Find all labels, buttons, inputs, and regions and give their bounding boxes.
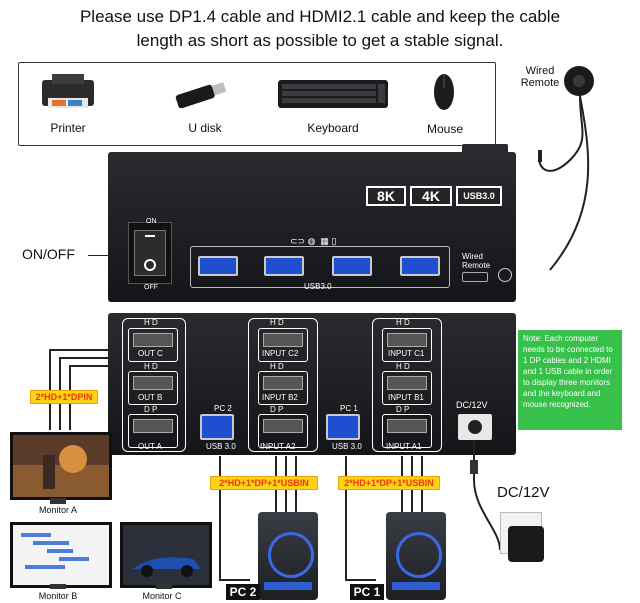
dc-power-port bbox=[458, 414, 492, 440]
pc2-usb3-label: USB 3.0 bbox=[206, 442, 236, 451]
usb-device-icons: ⊂⊃ ◍ ▦ ▯ bbox=[290, 236, 337, 246]
usb3-port-1 bbox=[198, 256, 238, 276]
usb3-badge: USB3.0 bbox=[456, 186, 502, 206]
out-b-label: OUT B bbox=[138, 393, 163, 402]
dp-out-a-port bbox=[128, 414, 178, 448]
wired-remote-cable bbox=[538, 95, 590, 271]
monitor-cables-tag: 2*HD+1*DPIN bbox=[30, 390, 98, 404]
ground-screw-icon bbox=[498, 268, 512, 282]
wired-remote-button-icon bbox=[564, 66, 594, 96]
switch-off-label: OFF bbox=[144, 284, 158, 291]
printer-label: Printer bbox=[50, 121, 86, 135]
input-c1-type: H D bbox=[396, 318, 410, 327]
monitor-a-label: Monitor A bbox=[38, 505, 78, 515]
8k-badge: 8K bbox=[366, 186, 406, 206]
usb3-port-3 bbox=[332, 256, 372, 276]
mouse-icon bbox=[432, 72, 456, 112]
hdmi-input-c2-port bbox=[258, 328, 308, 362]
usb3-port-2 bbox=[264, 256, 304, 276]
monitor-c-stand bbox=[156, 584, 172, 589]
monitor-a bbox=[10, 432, 112, 500]
usb-disk-label: U disk bbox=[188, 121, 222, 135]
wired-remote-label-line2: Remote bbox=[520, 77, 560, 89]
pc1-port-label: PC 1 bbox=[340, 404, 358, 413]
top-panel-foot bbox=[462, 144, 508, 156]
power-switch[interactable] bbox=[134, 230, 166, 276]
dc-power-cable bbox=[470, 440, 501, 551]
remote-port-label-line1: Wired bbox=[462, 252, 483, 261]
out-c-type: H D bbox=[144, 318, 158, 327]
pc2-port-label: PC 2 bbox=[214, 404, 232, 413]
wired-remote-label-line1: Wired bbox=[525, 65, 555, 77]
pc2-input-group-frame bbox=[248, 318, 318, 452]
pc1-label: PC 1 bbox=[350, 584, 384, 600]
pc2-tower bbox=[258, 512, 318, 600]
usb3-label: USB3.0 bbox=[304, 282, 332, 291]
hdmi-input-c1-port bbox=[382, 328, 432, 362]
remote-port-label: Wired Remote bbox=[462, 252, 490, 270]
pc1-tower bbox=[386, 512, 446, 600]
switch-on-label: ON bbox=[146, 218, 157, 225]
pc1-usb3-port bbox=[326, 414, 360, 440]
switch-rear-top-panel bbox=[108, 152, 516, 302]
input-b1-type: H D bbox=[396, 362, 410, 371]
input-a2-type: D P bbox=[270, 405, 284, 414]
pc1-cables-tag: 2*HD+1*DP+1*USBIN bbox=[338, 476, 440, 490]
headline-line-2: length as short as possible to get a sta… bbox=[136, 31, 504, 50]
remote-port-label-line2: Remote bbox=[462, 261, 491, 270]
out-c-label: OUT C bbox=[138, 349, 163, 358]
hdmi-out-b-port bbox=[128, 371, 178, 405]
input-c2-type: H D bbox=[270, 318, 284, 327]
pc1-usb3-label: USB 3.0 bbox=[332, 442, 362, 451]
input-b1-label: INPUT B1 bbox=[388, 393, 424, 402]
input-b2-label: INPUT B2 bbox=[262, 393, 298, 402]
input-b2-type: H D bbox=[270, 362, 284, 371]
peripherals-box bbox=[18, 62, 496, 146]
power-adapter-icon bbox=[508, 526, 544, 562]
dc-port-label: DC/12V bbox=[456, 400, 488, 410]
hdmi-out-c-port bbox=[128, 328, 178, 362]
remote-port bbox=[462, 272, 488, 282]
mouse-label: Mouse bbox=[426, 122, 464, 136]
monitor-b-stand bbox=[50, 584, 66, 589]
out-a-label: OUT A bbox=[138, 442, 162, 451]
dp-input-a2-port bbox=[258, 414, 308, 448]
4k-badge: 4K bbox=[410, 186, 452, 206]
on-off-label: ON/OFF bbox=[22, 246, 75, 262]
pc2-usb3-port bbox=[200, 414, 234, 440]
printer-icon bbox=[38, 72, 98, 112]
input-a2-label: INPUT A2 bbox=[260, 442, 296, 451]
monitor-b-label: Monitor B bbox=[38, 591, 78, 601]
monitor-b bbox=[10, 522, 112, 588]
usb3-port-4 bbox=[400, 256, 440, 276]
out-a-type: D P bbox=[144, 405, 158, 414]
pc2-label: PC 2 bbox=[226, 584, 260, 600]
input-c1-label: INPUT C1 bbox=[388, 349, 425, 358]
dc-power-label: DC/12V bbox=[497, 484, 550, 501]
headline-line-1: Please use DP1.4 cable and HDMI2.1 cable… bbox=[79, 7, 561, 26]
dp-input-a1-port bbox=[382, 414, 432, 448]
input-c2-label: INPUT C2 bbox=[262, 349, 299, 358]
keyboard-icon bbox=[278, 78, 388, 110]
output-group-frame bbox=[122, 318, 186, 452]
wired-remote-label: Wired Remote bbox=[512, 65, 568, 89]
input-a1-type: D P bbox=[396, 405, 410, 414]
out-b-type: H D bbox=[144, 362, 158, 371]
keyboard-label: Keyboard bbox=[307, 121, 359, 135]
input-a1-label: INPUT A1 bbox=[386, 442, 422, 451]
hdmi-input-b2-port bbox=[258, 371, 308, 405]
monitor-c-label: Monitor C bbox=[142, 591, 182, 601]
monitor-a-stand bbox=[50, 498, 66, 504]
monitor-c bbox=[120, 522, 212, 588]
usb-port-frame bbox=[190, 246, 450, 288]
pc1-input-group-frame bbox=[372, 318, 442, 452]
connection-note: Note: Each computer needs to be connecte… bbox=[518, 330, 622, 430]
hdmi-input-b1-port bbox=[382, 371, 432, 405]
switch-rear-bottom-panel bbox=[108, 313, 516, 455]
usb-disk-icon bbox=[170, 82, 230, 109]
pc2-cables-tag: 2*HD+1*DP+1*USBIN bbox=[210, 476, 318, 490]
